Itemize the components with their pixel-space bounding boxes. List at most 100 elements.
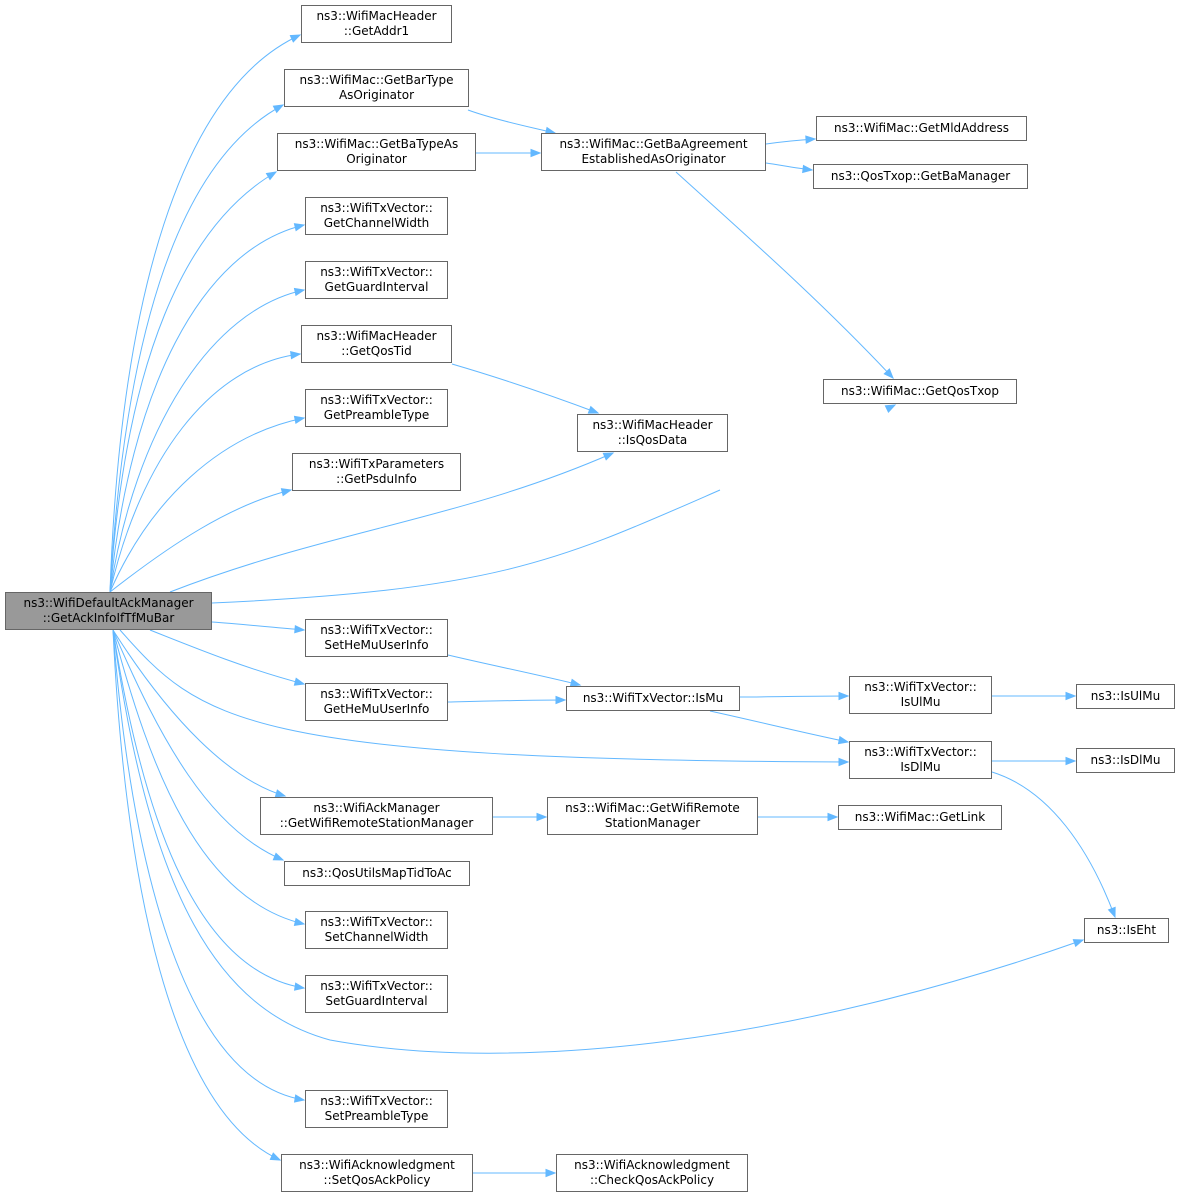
- node-label-line: ns3::WifiTxParameters: [308, 457, 445, 471]
- arrowhead-getmld: [805, 135, 817, 144]
- node-getaddr1[interactable]: ns3::WifiMacHeader::GetAddr1: [301, 5, 452, 43]
- arrowhead-getqostid: [290, 350, 302, 360]
- node-getqostid[interactable]: ns3::WifiMacHeader::GetQosTid: [301, 325, 452, 363]
- node-label-line: ::GetAddr1: [343, 24, 410, 38]
- node-setpreamble[interactable]: ns3::WifiTxVector::SetPreambleType: [305, 1090, 448, 1128]
- arrowhead-setchw: [293, 917, 306, 926]
- edge-root-to-getbatype: [109, 171, 277, 593]
- node-label-line: StationManager: [604, 816, 701, 830]
- node-label-line: SetGuardInterval: [325, 994, 428, 1008]
- node-isdlmu2[interactable]: ns3::IsDlMu: [1076, 748, 1175, 773]
- arrowhead-getqostxop: [884, 404, 897, 413]
- edge-getbaagree-to-getqostxop: [675, 171, 894, 379]
- node-label-line: ns3::WifiMac::GetWifiRemote: [565, 801, 740, 815]
- edge-root-to-isqosdata: [169, 452, 614, 593]
- node-label-line: ns3::WifiTxVector::: [864, 680, 977, 694]
- node-getpreamble[interactable]: ns3::WifiTxVector::GetPreambleType: [305, 389, 448, 427]
- arrowhead-setgi: [293, 982, 306, 991]
- node-getqostxop[interactable]: ns3::WifiMac::GetQosTxop: [823, 379, 1017, 404]
- node-getchw[interactable]: ns3::WifiTxVector::GetChannelWidth: [305, 197, 448, 235]
- arrowhead-isdlmu: [837, 735, 850, 745]
- node-isqosdata[interactable]: ns3::WifiMacHeader::IsQosData: [577, 414, 728, 452]
- edge-root-to-ackgetrsm: [112, 629, 286, 797]
- node-label-line: ::GetWifiRemoteStationManager: [279, 816, 474, 830]
- node-label-line: ns3::WifiAcknowledgment: [574, 1158, 730, 1172]
- edge-sethemu-to-ismu: [447, 654, 581, 686]
- edge-root-to-getpsdu: [109, 489, 292, 593]
- node-root: ns3::WifiDefaultAckManager::GetAckInfoIf…: [5, 592, 212, 630]
- edge-root-to-setqosack: [112, 629, 281, 1161]
- edge-root-to-getchw: [109, 224, 305, 593]
- node-isulmu2[interactable]: ns3::IsUlMu: [1076, 684, 1175, 709]
- node-label-line: ns3::WifiTxVector::IsMu: [582, 691, 724, 705]
- node-gethemu[interactable]: ns3::WifiTxVector::GetHeMuUserInfo: [305, 683, 448, 721]
- node-label-line: ns3::IsEht: [1096, 923, 1157, 937]
- node-setchw[interactable]: ns3::WifiTxVector::SetChannelWidth: [305, 911, 448, 949]
- node-getpsdu[interactable]: ns3::WifiTxParameters::GetPsduInfo: [292, 453, 461, 491]
- node-label-line: SetHeMuUserInfo: [324, 638, 429, 652]
- arrowhead-getbatype: [265, 171, 278, 181]
- node-label-line: ns3::WifiTxVector::: [864, 745, 977, 759]
- edge-root-to-getbartype: [109, 104, 284, 593]
- arrowhead-macgetrsm: [536, 812, 548, 822]
- arrowhead-isulmu: [838, 691, 850, 701]
- edge-root-to-sethemu: [211, 621, 305, 631]
- edge-isdlmu-to-iseht: [991, 771, 1116, 918]
- arrowhead-setpreamble: [293, 1094, 306, 1103]
- node-getlink[interactable]: ns3::WifiMac::GetLink: [838, 805, 1002, 830]
- node-isdlmu[interactable]: ns3::WifiTxVector::IsDlMu: [849, 741, 992, 779]
- node-label-line: GetPreambleType: [323, 408, 430, 422]
- arrowhead-getchw: [293, 223, 306, 232]
- node-sethemu[interactable]: ns3::WifiTxVector::SetHeMuUserInfo: [305, 619, 448, 657]
- node-checkqosack[interactable]: ns3::WifiAcknowledgment::CheckQosAckPoli…: [556, 1154, 748, 1192]
- node-label-line: IsUlMu: [900, 695, 941, 709]
- node-label-line: Originator: [346, 152, 407, 166]
- node-label-line: ns3::WifiTxVector::: [320, 687, 433, 701]
- arrowhead-iseht: [1107, 906, 1116, 919]
- node-isulmu[interactable]: ns3::WifiTxVector::IsUlMu: [849, 676, 992, 714]
- arrowhead-isqosdata: [602, 452, 615, 461]
- node-label-line: ns3::WifiTxVector::: [320, 201, 433, 215]
- arrowhead-checkqosack: [545, 1168, 557, 1178]
- arrowhead-isulmu2: [1065, 691, 1077, 701]
- node-label-line: ::SetQosAckPolicy: [323, 1173, 431, 1187]
- node-getbamgr[interactable]: ns3::QosTxop::GetBaManager: [813, 164, 1028, 189]
- node-label-line: ns3::WifiMac::GetBarType: [299, 73, 454, 87]
- arrowhead-maptid: [272, 852, 285, 861]
- node-label-line: SetChannelWidth: [324, 930, 429, 944]
- arrowhead-getqostxop: [883, 368, 894, 380]
- edge-root-to-getqostxop: [211, 489, 721, 604]
- arrowhead-ackgetrsm: [274, 789, 287, 798]
- node-label-line: ::GetAckInfoIfTfMuBar: [42, 611, 175, 625]
- node-label-line: ns3::WifiTxVector::: [320, 265, 433, 279]
- node-setgi[interactable]: ns3::WifiTxVector::SetGuardInterval: [305, 975, 448, 1013]
- node-getmld[interactable]: ns3::WifiMac::GetMldAddress: [816, 116, 1027, 141]
- node-label-line: ::CheckQosAckPolicy: [589, 1173, 715, 1187]
- node-label-line: ns3::QosTxop::GetBaManager: [830, 169, 1011, 183]
- arrowhead-isqosdata: [587, 405, 600, 414]
- edge-root-to-maptid: [112, 629, 284, 861]
- node-iseht[interactable]: ns3::IsEht: [1084, 918, 1169, 943]
- node-label-line: ::GetPsduInfo: [336, 472, 417, 486]
- node-ackgetrsm[interactable]: ns3::WifiAckManager::GetWifiRemoteStatio…: [260, 797, 493, 835]
- arrowhead-setqosack: [269, 1152, 282, 1161]
- edge-ismu-to-isulmu: [739, 695, 849, 698]
- arrowhead-sethemu: [294, 624, 306, 634]
- arrowhead-ismu: [569, 678, 582, 687]
- node-maptid[interactable]: ns3::QosUtilsMapTidToAc: [284, 861, 470, 886]
- edge-root-to-setchw: [112, 629, 305, 925]
- arrowhead-gethemu: [293, 677, 306, 686]
- node-label-line: ns3::WifiDefaultAckManager: [23, 596, 194, 610]
- node-label-line: ns3::WifiMac::GetQosTxop: [841, 384, 999, 398]
- node-label-line: ns3::WifiMacHeader: [316, 9, 437, 23]
- node-setqosack[interactable]: ns3::WifiAcknowledgment::SetQosAckPolicy: [281, 1154, 473, 1192]
- node-label-line: ns3::WifiTxVector::: [320, 1094, 433, 1108]
- node-label-line: SetPreambleType: [324, 1109, 429, 1123]
- node-getgi[interactable]: ns3::WifiTxVector::GetGuardInterval: [305, 261, 448, 299]
- node-ismu[interactable]: ns3::WifiTxVector::IsMu: [566, 686, 740, 711]
